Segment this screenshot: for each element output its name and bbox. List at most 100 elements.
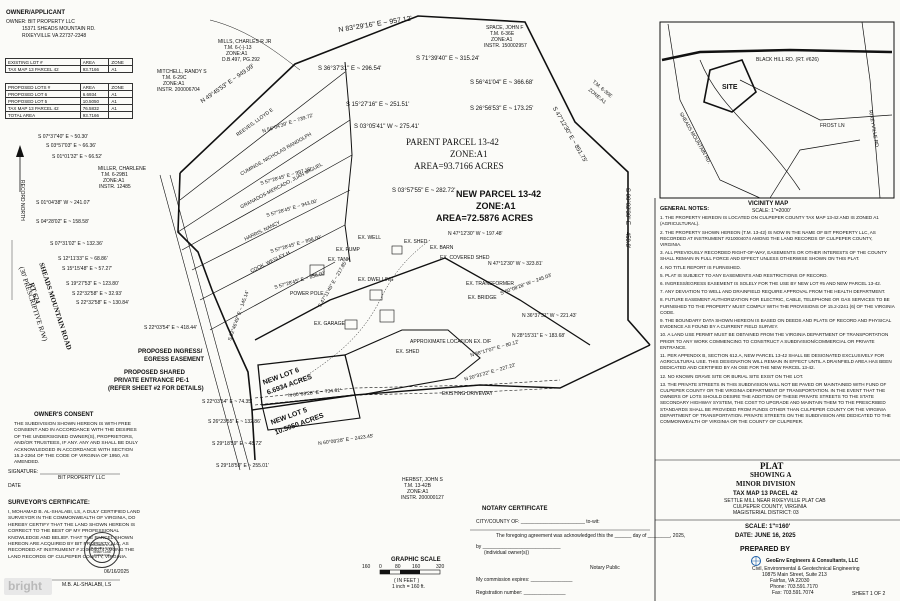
bearing-label: S 15°27'16" E ~ 251.51'	[346, 102, 410, 108]
neighbor-label: T.M. 6-36E	[490, 31, 515, 37]
title-plat: PLAT	[760, 461, 784, 471]
entrance-label: PRIVATE ENTRANCE PE-1	[114, 378, 190, 384]
easement-label: PROPOSED INGRESS/	[138, 349, 203, 355]
neighbor-label: MILLS, CHARLES R JR	[218, 39, 272, 45]
owner-line: 15371 SHEADS MOUNTAIN RD.	[22, 26, 96, 32]
new-parcel-area: AREA=72.5876 ACRES	[436, 213, 533, 223]
table-cell: TAX MAP 13 PARCEL 42	[5, 65, 81, 73]
feature-label: EX. SHED	[396, 349, 420, 355]
note-item: 1. THE PROPERTY HEREON IS LOCATED ON CUL…	[660, 215, 879, 227]
parent-parcel-area: AREA=93.7166 ACRES	[414, 161, 504, 171]
table-cell: 93.7166	[79, 65, 110, 73]
bearing-label: S 04°28'02" E ~ 158.58'	[36, 219, 89, 225]
notary-public: Notary Public	[590, 565, 620, 571]
title-date: DATE: JUNE 16, 2025	[735, 533, 796, 539]
building-outline	[369, 289, 383, 301]
scale-inch: 1 inch = 160 ft.	[392, 584, 425, 590]
neighbor-label: MILLER, CHARLENE	[98, 166, 147, 172]
creek-line	[209, 19, 301, 71]
note-item: 6. INGRESS/EGRESS EASEMENT IS SOLELY FOR…	[660, 281, 882, 287]
feature-label: EX. WELL	[358, 235, 382, 241]
firm-line: Fairfax, VA 22030	[770, 578, 810, 584]
easement-line	[254, 387, 561, 406]
table-cell: PROPOSED LOT 5	[5, 97, 81, 105]
table-row: PROPOSED LOTS # AREA ZONE	[5, 83, 133, 91]
note-item: 3. ALL PREVIOUSLY RECORDED RIGHT-OF-WAY,…	[660, 250, 887, 262]
general-notes: GENERAL NOTES: 1. THE PROPERTY HEREON IS…	[660, 206, 895, 427]
firm-line: Phone: 703.591.7170	[770, 584, 818, 590]
feature-label: POWER POLE	[290, 291, 324, 297]
bearing-label: N 47°12'30" W ~ 197.48'	[448, 231, 503, 237]
lots-table: EXISTING LOT # AREA ZONE TAX MAP 13 PARC…	[5, 58, 133, 119]
table-row: TAX MAP 13 PARCEL 42 76.5832 A1	[5, 104, 133, 112]
neighbor-label: D.B.497, PG.292	[222, 57, 260, 63]
neighbor-label: HERBST, JOHN S	[402, 477, 443, 483]
title-line: MINOR DIVISION	[736, 480, 796, 488]
north-arrow-head	[16, 145, 24, 157]
vicinity-site-label: SITE	[722, 84, 738, 91]
table-row: PROPOSED LOT 6 6.6934 A1	[5, 90, 133, 98]
road-edge	[159, 174, 241, 471]
table-cell: A1	[108, 90, 133, 98]
signer-name: BIT PROPERTY LLC	[58, 475, 105, 481]
surveyor-heading: SURVEYOR'S CERTIFICATE:	[8, 500, 90, 506]
new-parcel-label: NEW PARCEL 13-42	[456, 189, 542, 199]
firm-line: Fax: 703.591.7074	[772, 590, 814, 596]
bearing-label: S 15°15'48" E ~ 57.27'	[62, 266, 113, 272]
consent-date: DATE	[8, 483, 21, 489]
firm-name: GeoEnv Engineers & Consultants, LLC	[766, 558, 859, 564]
neighbor-label: INSTR. 12485	[99, 184, 131, 190]
title-line: SHOWING A	[750, 471, 792, 479]
bearing-label: S 03°57'55" E ~ 282.72'	[392, 188, 456, 194]
scale-tick: 80	[395, 564, 401, 570]
seal-text: MOHAMAD B. AL-SHALABI LIC NO. 003607 LAN…	[90, 543, 114, 558]
firm-logo-icon	[751, 556, 761, 566]
title-line: SETTLE MILL NEAR RIXEYVILLE PLAT CAB	[724, 498, 826, 504]
feature-label: EX. GARAGE	[314, 321, 345, 327]
scale-tick: 320	[436, 564, 445, 570]
notes-title: GENERAL NOTES:	[660, 206, 710, 212]
bearing-label: S 56°41'04" E ~ 366.68'	[470, 80, 534, 86]
consent-heading: OWNER'S CONSENT	[34, 412, 94, 418]
table-cell: 76.5832	[79, 104, 110, 112]
boundary-line	[177, 172, 256, 461]
neighbor-label: ZONE:A1	[491, 37, 513, 43]
building-outline	[344, 319, 358, 330]
table-cell: A1	[108, 65, 133, 73]
note-item: 8. FUTURE EASEMENT AUTHORIZATION FOR ELE…	[660, 297, 895, 315]
table-header: ZONE	[108, 58, 133, 66]
lot-5-outline	[261, 394, 361, 431]
bearing-label: S 29°18'59" E ~ 255.01'	[216, 463, 269, 469]
bearing-label: S 71°39'40" E ~ 315.24'	[416, 56, 480, 62]
neighbor-label: ZONE:A1	[226, 51, 248, 57]
table-header: AREA	[79, 58, 110, 66]
lot-line	[344, 329, 481, 396]
vicinity-road	[661, 48, 893, 62]
prepared-by: PREPARED BY	[740, 546, 791, 553]
table-header: AREA	[79, 83, 110, 91]
bearing-label: S 07°31'02" E ~ 132.36'	[50, 241, 103, 247]
owner-line: OWNER: BIT PROPERTY LLC	[6, 19, 75, 25]
notary-line: CITY/COUNTY OF: _______________________ …	[476, 519, 600, 525]
neighbor-label: T.M. 6-29C	[162, 75, 187, 81]
feature-label: EX. TRANSFORMER	[466, 281, 514, 287]
building-outline	[391, 245, 403, 255]
owner-heading: OWNER/APPLICANT	[6, 10, 65, 16]
bearing-label: S 19°27'53" E ~ 123.80'	[66, 281, 119, 287]
scale-tick: 160	[412, 564, 421, 570]
feature-label: EX. BARN	[430, 245, 454, 251]
vicinity-scale: SCALE: 1"=2000'	[752, 208, 791, 214]
table-cell: TOTAL AREA	[5, 111, 81, 119]
bearing-label: S 22°03'54" E ~ 74.35'	[202, 399, 253, 405]
bearing-label: S 00°02'30" E ~ 459.8'	[624, 188, 630, 249]
vicinity-road-label: BLACK HILL RD. (RT. #626)	[756, 57, 819, 63]
note-item: 5. PLAT IS SUBJECT TO ANY EASEMENTS AND …	[660, 272, 828, 278]
table-cell: 93.7166	[79, 111, 110, 119]
note-item: 12. NO KNOWN GRAVE SITE OR BURIAL SITE E…	[660, 373, 804, 379]
notary-line: by ____________________________	[476, 544, 561, 550]
bearing-label: S 36°37'31" E ~ 296.54'	[318, 66, 382, 72]
easement-line	[254, 379, 561, 399]
neighbor-label: INSTR. 200000127	[401, 495, 444, 501]
vicinity-site	[703, 59, 757, 113]
table-cell: PROPOSED LOT 6	[5, 90, 81, 98]
